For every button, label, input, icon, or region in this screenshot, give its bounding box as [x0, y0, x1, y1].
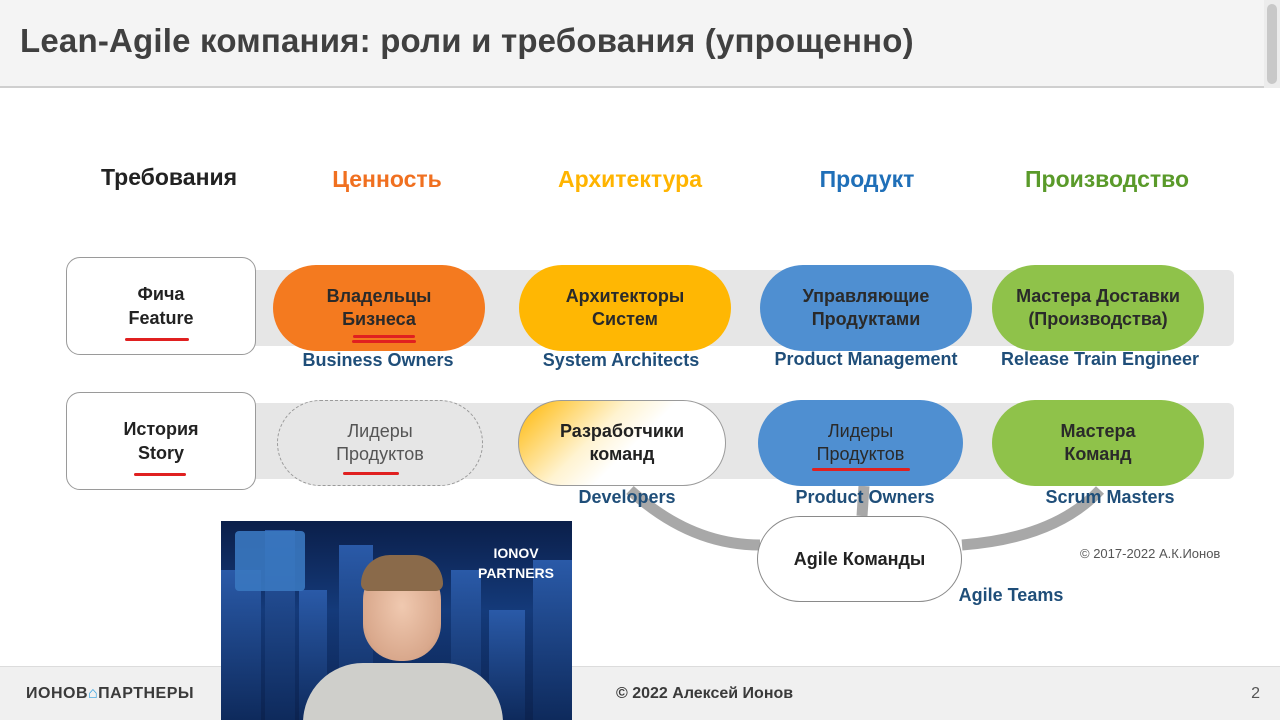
scrollbar-thumb[interactable]: [1267, 4, 1277, 84]
pill-label: Продуктами: [811, 309, 921, 329]
pill-business-owners: Владельцы Бизнеса: [273, 265, 485, 351]
presenter-body: [303, 663, 503, 720]
label-business-owners: Business Owners: [302, 350, 454, 370]
pill-label: Управляющие: [802, 286, 930, 306]
header-requirements: Требования: [100, 164, 238, 190]
pill-product-leaders-dashed: Лидеры Продуктов: [277, 400, 483, 486]
label-release-train-engineer: Release Train Engineer: [1000, 349, 1200, 369]
pill-label: Бизнеса: [342, 309, 416, 329]
safe-badge-icon: [235, 531, 305, 591]
pill-label: Архитекторы: [565, 286, 685, 306]
presenter-video[interactable]: IONOV PARTNERS: [221, 521, 572, 720]
header-product: Продукт: [819, 166, 915, 192]
copyright-note: © 2017-2022 А.К.Ионов: [1080, 546, 1221, 561]
pill-label: Мастера Доставки: [1016, 286, 1180, 306]
pill-product-management: Управляющие Продуктами: [760, 265, 972, 351]
label-agile-teams: Agile Teams: [958, 585, 1064, 605]
title-bar: Lean-Agile компания: роли и требования (…: [0, 0, 1280, 88]
footer-logo: ИОНОВ⌂ПАРТНЕРЫ: [26, 685, 194, 703]
video-brand: IONOV PARTNERS: [471, 543, 561, 583]
pill-system-architects: Архитекторы Систем: [519, 265, 731, 351]
page-number: 2: [1251, 685, 1260, 702]
annotation-underline: [125, 338, 189, 341]
scrollbar[interactable]: [1264, 0, 1280, 88]
pill-label: Лидеры: [347, 421, 413, 441]
label-system-architects: System Architects: [542, 350, 700, 370]
video-building: [533, 560, 572, 720]
pill-product-owners: Лидеры Продуктов: [758, 400, 963, 486]
pill-label: Разработчики: [559, 421, 685, 441]
annotation-underline: [352, 340, 416, 343]
annotation-underline: [353, 335, 415, 338]
pill-label: Мастера: [1060, 421, 1136, 441]
pill-label: Владельцы: [326, 286, 432, 306]
req-feature-ru: Фича: [137, 284, 185, 304]
pill-label: Лидеры: [827, 421, 894, 441]
pill-label: Продуктов: [336, 444, 424, 464]
logo-mark-icon: ⌂: [88, 685, 99, 702]
label-product-management: Product Management: [774, 349, 958, 369]
req-story-ru: История: [123, 419, 199, 439]
header-value: Ценность: [332, 166, 442, 192]
pill-label: Систем: [592, 309, 658, 329]
pill-label: Продуктов: [816, 444, 905, 464]
pill-label: Команд: [1064, 444, 1132, 464]
req-feature-en: Feature: [128, 308, 194, 328]
logo-part1: ИОНОВ: [26, 685, 88, 702]
video-brand-line2: PARTNERS: [478, 565, 554, 581]
header-production: Производство: [1024, 166, 1190, 192]
pill-label: (Производства): [1028, 309, 1168, 329]
agile-teams-box: Agile Команды: [757, 516, 962, 602]
footer-copyright: © 2022 Алексей Ионов: [616, 685, 794, 702]
pill-team-developers: Разработчики команд: [518, 400, 726, 486]
pill-scrum-masters: Мастера Команд: [992, 400, 1204, 486]
connector-product-owners: [856, 485, 870, 517]
req-feature-box: Фича Feature: [66, 257, 256, 355]
connector-developers: [626, 485, 761, 551]
pill-release-train-engineer: Мастера Доставки (Производства): [992, 265, 1204, 351]
video-brand-line1: IONOV: [493, 545, 539, 561]
annotation-underline: [812, 468, 910, 471]
page-title: Lean-Agile компания: роли и требования (…: [20, 22, 914, 59]
label-developers: Developers: [578, 487, 676, 507]
label-product-owners: Product Owners: [795, 487, 935, 507]
annotation-underline: [343, 472, 399, 475]
label-scrum-masters: Scrum Masters: [1045, 487, 1175, 507]
header-architecture: Архитектура: [557, 166, 703, 192]
pill-label: команд: [589, 444, 655, 464]
video-building: [221, 570, 261, 720]
presenter-hair: [361, 555, 443, 591]
connector-scrum-masters: [961, 486, 1105, 551]
footer: ИОНОВ⌂ПАРТНЕРЫ © 2022 Алексей Ионов 2: [0, 666, 1280, 720]
annotation-underline: [134, 473, 186, 476]
logo-part2: ПАРТНЕРЫ: [98, 685, 195, 702]
req-story-en: Story: [137, 443, 184, 463]
